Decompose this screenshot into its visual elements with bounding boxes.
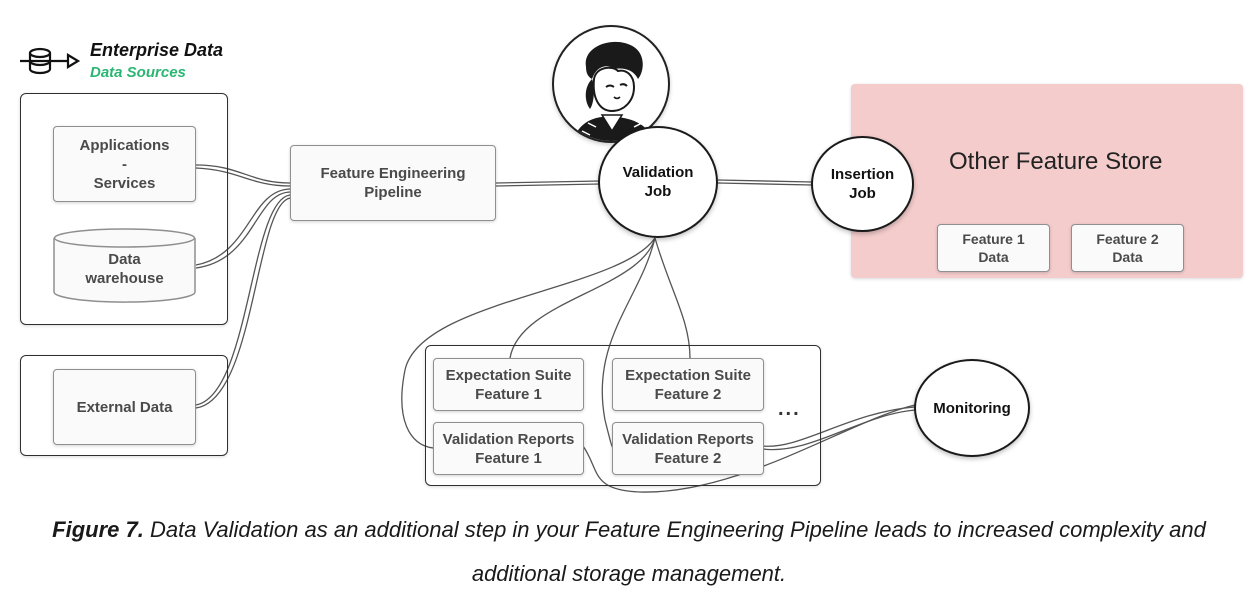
warehouse-label-line2: warehouse — [85, 270, 164, 287]
figure-caption: Figure 7. Data Validation as an addition… — [0, 508, 1258, 552]
figure-caption-line2: additional storage management. — [471, 561, 787, 586]
legend-title: Enterprise Data — [90, 40, 224, 60]
legend-subtitle: Data Sources — [90, 64, 186, 81]
external-data-box: External Data — [53, 369, 196, 445]
warehouse-label-line1: Data — [108, 251, 141, 268]
expectation-suite-feature1-box: Expectation Suite Feature 1 — [433, 358, 584, 411]
internal-sources-frame — [20, 93, 228, 325]
figure-number: Figure 7. — [52, 517, 144, 542]
feature1-data-box: Feature 1 Data — [937, 224, 1050, 272]
validation-reports-feature1-box: Validation Reports Feature 1 — [433, 422, 584, 475]
insertion-job-node: Insertion Job — [811, 136, 914, 232]
person-portrait-icon — [552, 25, 670, 143]
validation-reports-feature2-box: Validation Reports Feature 2 — [612, 422, 764, 475]
feature-engineering-pipeline-box: Feature Engineering Pipeline — [290, 145, 496, 221]
data-warehouse-cylinder: Data warehouse — [53, 228, 196, 304]
caption-line1: Data Validation as an additional step in… — [149, 517, 1206, 542]
feature-store-title: Other Feature Store — [949, 148, 1163, 175]
more-features-ellipsis: ... — [778, 398, 801, 420]
validation-job-node: Validation Job — [598, 126, 718, 238]
monitoring-node: Monitoring — [914, 359, 1030, 457]
external-sources-frame — [20, 355, 228, 456]
expectation-suite-feature2-box: Expectation Suite Feature 2 — [612, 358, 764, 411]
applications-services-box: Applications - Services — [53, 126, 196, 202]
feature2-data-box: Feature 2 Data — [1071, 224, 1184, 272]
database-arrow-icon — [20, 47, 81, 75]
validation-artifacts-frame — [425, 345, 821, 486]
legend: Enterprise Data Data Sources — [18, 40, 248, 84]
